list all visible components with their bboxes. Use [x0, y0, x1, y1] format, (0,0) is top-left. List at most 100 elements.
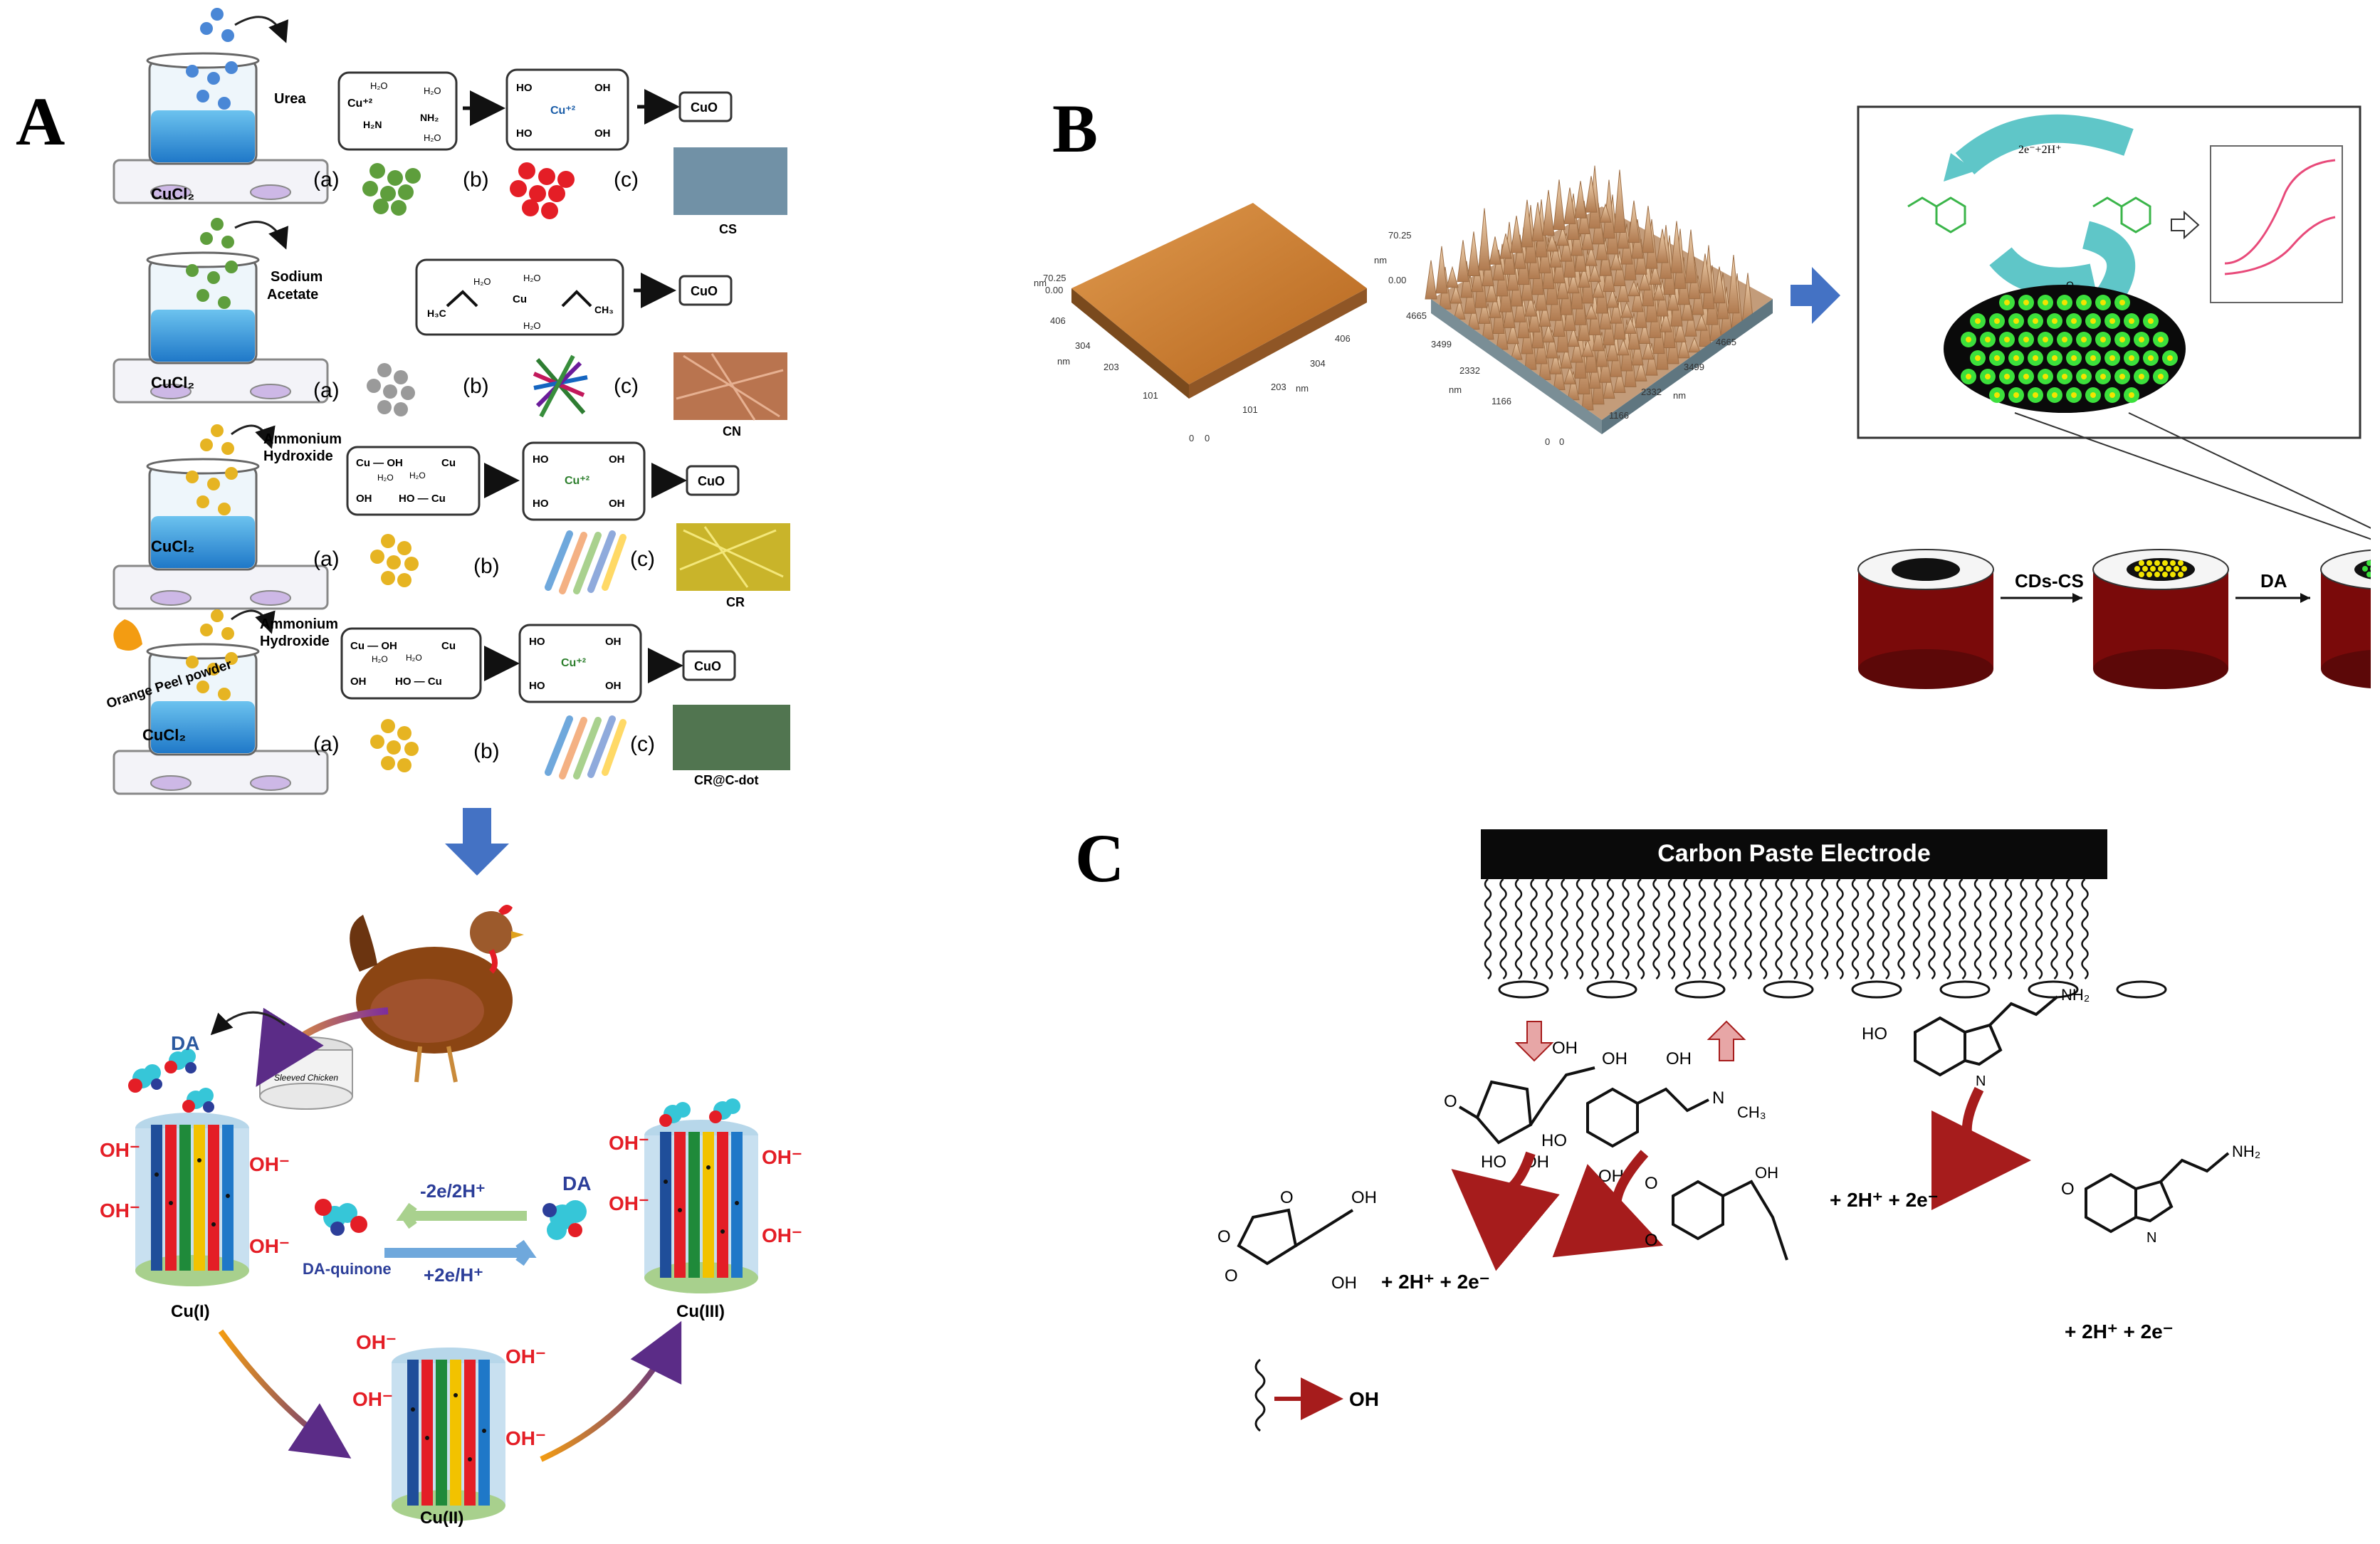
svg-text:HO — Cu: HO — Cu [395, 676, 442, 688]
svg-text:O: O [1280, 1188, 1294, 1207]
svg-text:406: 406 [1050, 315, 1066, 326]
svg-text:Cu⁺²: Cu⁺² [550, 105, 575, 117]
svg-text:NH₂: NH₂ [2061, 986, 2090, 1004]
svg-text:OH: OH [1755, 1164, 1778, 1182]
svg-text:OH⁻: OH⁻ [249, 1153, 290, 1175]
quinone-structure [2092, 196, 2151, 233]
svg-text:OH⁻: OH⁻ [505, 1427, 546, 1449]
reagent-label: Ammonium [263, 431, 342, 447]
sample-container-label: Sleeved Chicken [274, 1073, 338, 1083]
electrode-cylinder-cu3 [644, 1098, 758, 1293]
synthesis-row-3: Ammonium Hydroxide CuCl₂ [112, 424, 342, 610]
precursor-label: CuCl₂ [142, 726, 186, 744]
svg-text:nm: nm [1449, 384, 1462, 395]
step-a: (a) [313, 168, 340, 191]
svg-text:CH₃: CH₃ [1737, 1103, 1766, 1121]
svg-text:Cu: Cu [513, 293, 527, 305]
svg-text:OH⁻: OH⁻ [609, 1132, 649, 1154]
row-2-steps: (a) (b) (c) CN [313, 352, 787, 438]
right-arrow-icon [1791, 267, 1840, 324]
svg-text:OH: OH [594, 82, 611, 94]
svg-text:H₂O: H₂O [377, 473, 394, 483]
svg-text:101: 101 [1143, 390, 1158, 401]
svg-text:OH: OH [1351, 1188, 1377, 1207]
svg-text:OH⁻: OH⁻ [762, 1146, 802, 1168]
step-c: (c) [630, 732, 655, 756]
svg-text:OH⁻: OH⁻ [609, 1192, 649, 1214]
svg-text:O: O [2061, 1180, 2075, 1199]
da-molecule-right-icon [542, 1200, 587, 1240]
svg-text:2332: 2332 [1459, 365, 1480, 376]
svg-text:1166: 1166 [1609, 410, 1629, 421]
svg-text:OH⁻: OH⁻ [249, 1235, 290, 1257]
precursor-label: CuCl₂ [151, 185, 194, 203]
reagent-label-2: Acetate [267, 287, 318, 303]
state-cu2: Cu(II) [420, 1508, 463, 1528]
svg-text:OH: OH [1666, 1049, 1692, 1068]
svg-text:O: O [1217, 1227, 1231, 1246]
mechanism-detail-box: 2e⁻+2H⁺ O₂ [1857, 105, 2361, 439]
svg-text:406: 406 [1335, 333, 1351, 344]
synthesis-row-1: Urea CuCl₂ [112, 8, 329, 204]
svg-text:nm: nm [1034, 278, 1047, 288]
precursor-label: CuCl₂ [151, 374, 194, 392]
svg-text:OH: OH [609, 453, 625, 466]
electrode-bar [1481, 829, 2107, 879]
svg-text:OH: OH [1602, 1049, 1627, 1068]
svg-text:nm: nm [1673, 390, 1686, 401]
svg-text:H₂O: H₂O [473, 276, 491, 287]
svg-text:CH₃: CH₃ [594, 304, 614, 315]
analyte-electrode-icon [2320, 549, 2371, 689]
sample-container-icon: Sleeved Chicken [259, 1036, 353, 1110]
step-c: (c) [614, 374, 639, 398]
step-c: (c) [630, 547, 655, 571]
step-b: (b) [473, 555, 500, 578]
step-b: (b) [463, 374, 489, 398]
svg-text:0.00: 0.00 [1045, 285, 1063, 295]
svg-text:OH: OH [594, 127, 611, 140]
svg-text:H₂O: H₂O [372, 654, 388, 664]
reduction-label: +2e/H⁺ [424, 1264, 483, 1286]
svg-text:nm: nm [1374, 255, 1387, 266]
svg-text:N: N [1976, 1073, 1986, 1089]
svg-text:NH₂: NH₂ [2232, 1143, 2260, 1160]
svg-text:NH₂: NH₂ [420, 112, 439, 123]
da-quinone-molecule-icon [315, 1199, 367, 1236]
dopamine-quinone-structure: O O OH [1645, 1164, 1788, 1261]
svg-text:0.00: 0.00 [1388, 275, 1406, 285]
panel-c-mechanism: Carbon Paste Electrode O OH OH HO OH OH … [1217, 829, 2260, 1432]
svg-text:203: 203 [1103, 362, 1119, 372]
svg-text:0: 0 [1205, 433, 1210, 443]
state-cu1: Cu(I) [171, 1302, 210, 1321]
svg-text:HO: HO [529, 680, 545, 692]
step-c: (c) [614, 168, 639, 191]
dehydroascorbic-structure: O O O OH OH [1217, 1188, 1377, 1293]
svg-text:2332: 2332 [1641, 387, 1662, 397]
svg-text:OH⁻: OH⁻ [505, 1345, 546, 1367]
reagent-label: Sodium [271, 269, 323, 285]
svg-text:HO: HO [516, 82, 533, 94]
sample-label: CS [719, 222, 737, 236]
svg-text:OH: OH [605, 680, 622, 692]
row-3-steps: (a) (b) (c) CR [313, 523, 790, 609]
svg-text:101: 101 [1242, 404, 1258, 415]
svg-text:HO: HO [533, 453, 549, 466]
quinone-label: DA-quinone [303, 1260, 392, 1278]
svg-text:70.25: 70.25 [1388, 230, 1412, 241]
svg-text:HO: HO [1541, 1131, 1567, 1150]
analyte-b-label: DA [2260, 570, 2287, 592]
dopamine-c-structure: OH N CH₃ HO OH [1541, 1049, 1766, 1186]
sample-label: CN [723, 424, 741, 438]
svg-text:0: 0 [1559, 436, 1564, 447]
electrode-cylinder-cu2 [392, 1348, 505, 1521]
svg-text:O: O [1645, 1174, 1658, 1193]
panel-label-a: A [16, 83, 65, 159]
analyte-label: DA [171, 1032, 199, 1054]
svg-text:HO: HO [1481, 1152, 1506, 1172]
product-label: CuO [691, 284, 718, 298]
serotonin-quinone-structure: O NH₂ N [2061, 1143, 2260, 1246]
